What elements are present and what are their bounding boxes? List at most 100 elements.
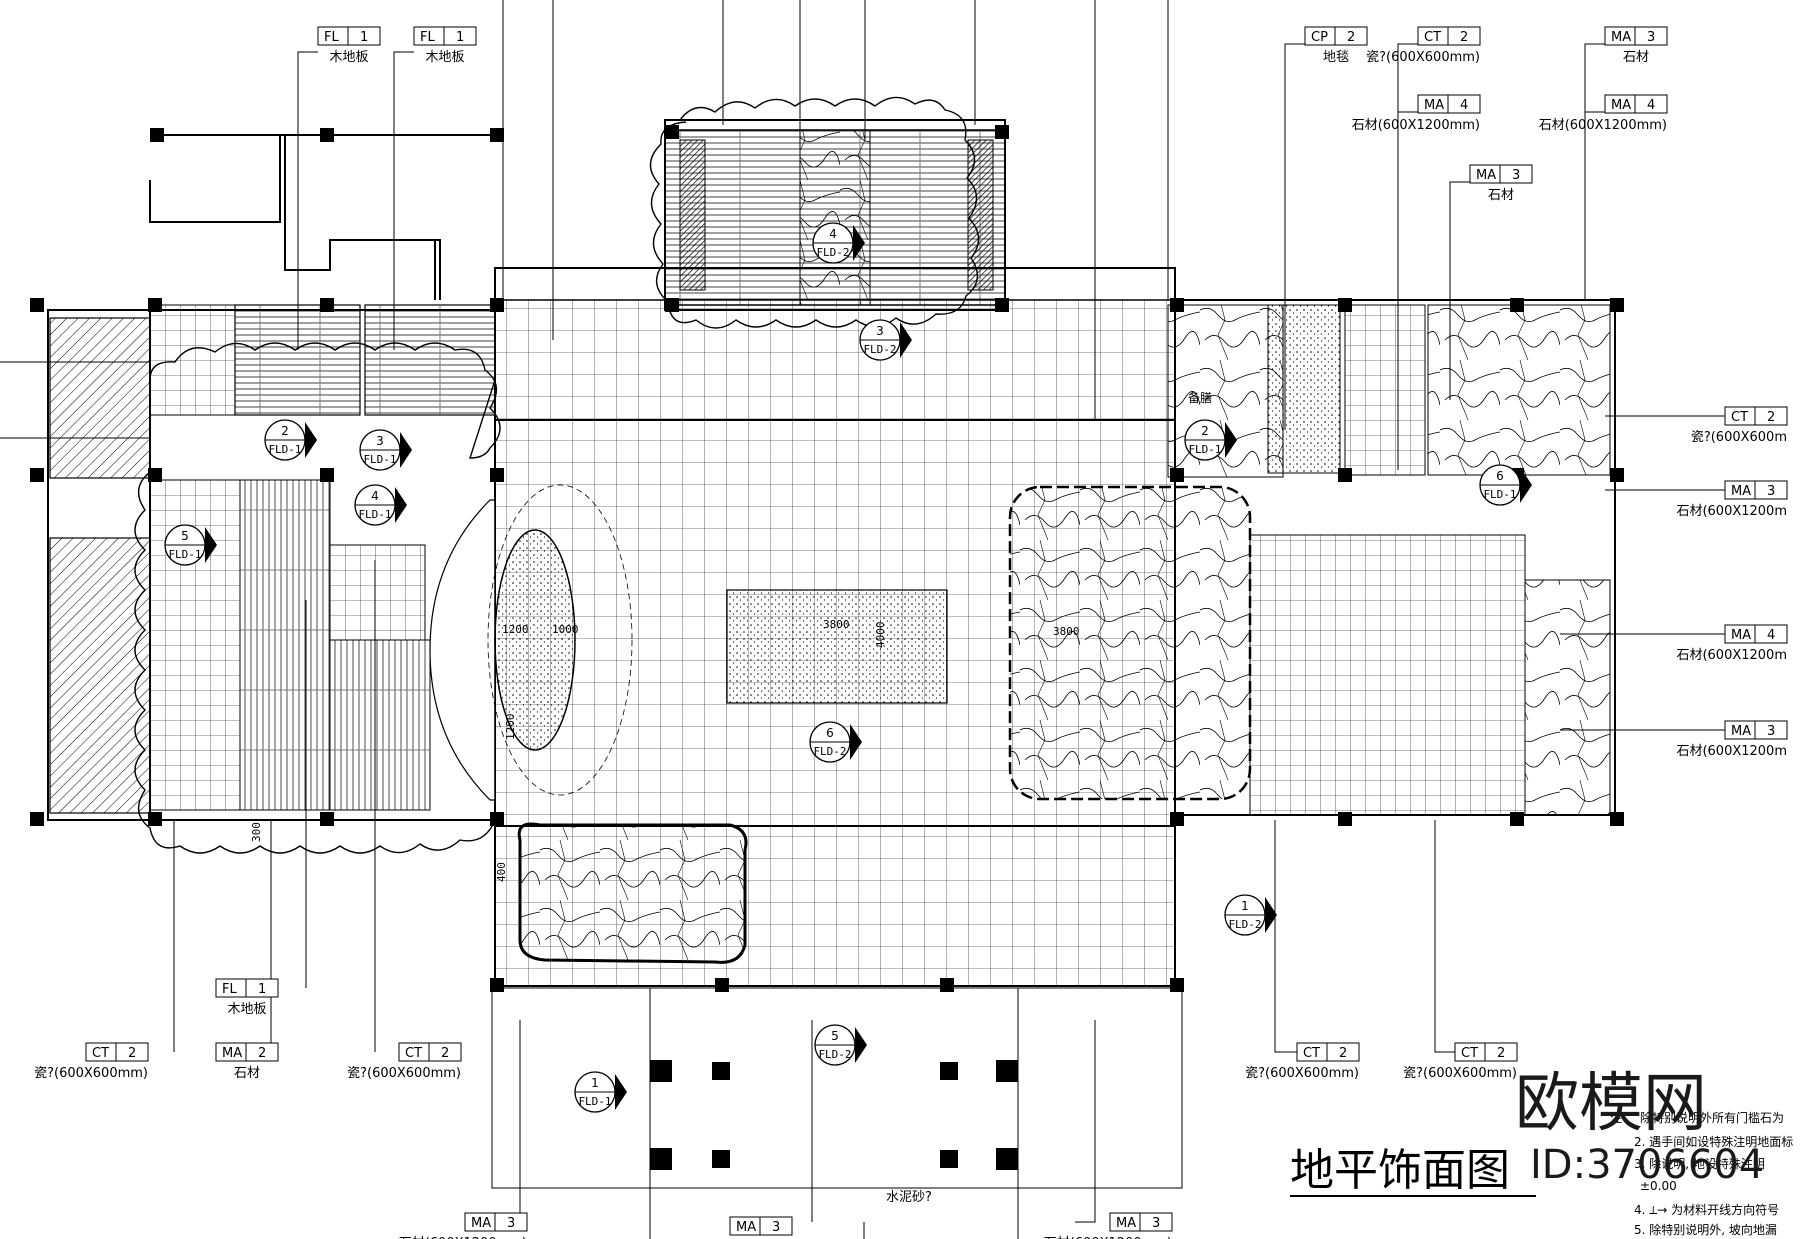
callout-sheet-ref: FLD-1 bbox=[363, 453, 396, 466]
tag-code: CT bbox=[1731, 410, 1748, 425]
dim-7: 1000 bbox=[552, 623, 579, 636]
callout-sheet-ref: FLD-1 bbox=[1483, 488, 1516, 501]
tag-code: CT bbox=[1461, 1046, 1478, 1061]
center-rug bbox=[726, 589, 948, 704]
callout-number: 5 bbox=[831, 1029, 839, 1043]
revision-cloud-top bbox=[649, 96, 980, 329]
tag-code: MA bbox=[471, 1216, 491, 1231]
left-wood-room-2 bbox=[364, 304, 496, 416]
material-tag: MA 4 石材(600X1200mm) bbox=[1352, 94, 1481, 133]
tag-description: 石材(600X1200mm) bbox=[1352, 118, 1480, 133]
tag-description: 瓷?(600X600mm) bbox=[347, 1066, 461, 1081]
tag-code: CP bbox=[1311, 30, 1328, 45]
tag-number: 3 bbox=[1647, 30, 1655, 45]
revision-cloud-left bbox=[134, 342, 501, 854]
tag-description: 地毯 bbox=[1323, 50, 1349, 65]
material-tag: MA 3 石材(600X1200m bbox=[1676, 480, 1788, 519]
tag-number: 2 bbox=[1339, 1046, 1347, 1061]
material-tag: CT 2 瓷?(600X600mm) bbox=[34, 1042, 149, 1081]
material-tag: FL 1 木地板 bbox=[215, 978, 279, 1017]
tag-code: CT bbox=[1424, 30, 1441, 45]
tag-code: FL bbox=[420, 30, 435, 45]
tag-number: 2 bbox=[1460, 30, 1468, 45]
note-1: 除特别说明外所有门槛石为 bbox=[1640, 1110, 1784, 1125]
tag-code: MA bbox=[1731, 724, 1751, 739]
left-grid-3 bbox=[329, 544, 426, 641]
tag-code: MA bbox=[1424, 98, 1444, 113]
callout-number: 1 bbox=[1241, 899, 1249, 913]
callout-sheet-ref: FLD-2 bbox=[816, 246, 849, 259]
tag-description: 木地板 bbox=[425, 50, 464, 65]
tag-number: 4 bbox=[1647, 98, 1655, 113]
callout-number: 2 bbox=[1201, 424, 1209, 438]
tag-number: 4 bbox=[1460, 98, 1468, 113]
tag-code: MA bbox=[222, 1046, 242, 1061]
tag-number: 2 bbox=[441, 1046, 449, 1061]
tag-code: MA bbox=[1611, 30, 1631, 45]
tag-code: MA bbox=[1116, 1216, 1136, 1231]
callout-sheet-ref: FLD-2 bbox=[1228, 918, 1261, 931]
dim-2: 4000 bbox=[874, 622, 887, 649]
callout-sheet-ref: FLD-1 bbox=[358, 508, 391, 521]
material-tag: MA 3 石材(600X1200mm) bbox=[1044, 1212, 1173, 1239]
callout-number: 2 bbox=[281, 424, 289, 438]
right-grid-mid bbox=[1249, 534, 1526, 816]
lower-marble-pool bbox=[517, 822, 748, 964]
tag-description: 木地板 bbox=[227, 1002, 266, 1017]
drawing-title: 地平饰面图 bbox=[1290, 1145, 1510, 1196]
room-label-cement: 水泥砂? bbox=[886, 1190, 932, 1205]
note-0: 注 bbox=[1610, 1110, 1622, 1125]
right-dots-top bbox=[1267, 304, 1341, 474]
tag-code: MA bbox=[1611, 98, 1631, 113]
callout-number: 3 bbox=[376, 434, 384, 448]
tag-description: 石材(600X1200m bbox=[1676, 504, 1787, 519]
note-4: ±0.00 bbox=[1640, 1179, 1677, 1193]
callout-sheet-ref: FLD-2 bbox=[813, 745, 846, 758]
right-marble-zone bbox=[1008, 485, 1252, 801]
callout-number: 6 bbox=[826, 726, 834, 740]
left-grid-1 bbox=[149, 304, 236, 416]
tag-description: 石材(600X1200m bbox=[1676, 744, 1787, 759]
tag-code: MA bbox=[1731, 484, 1751, 499]
tag-description: 石材(600X1200mm) bbox=[1044, 1236, 1172, 1239]
tag-number: 1 bbox=[258, 982, 266, 997]
dim-8: 1200 bbox=[504, 714, 517, 741]
tag-number: 3 bbox=[1767, 484, 1775, 499]
tag-description: 瓷?(600X600mm) bbox=[1403, 1066, 1517, 1081]
tag-number: 2 bbox=[1767, 410, 1775, 425]
callout-sheet-ref: FLD-1 bbox=[168, 548, 201, 561]
callout-sheet-ref: FLD-1 bbox=[578, 1095, 611, 1108]
tag-description: 石材 bbox=[1488, 188, 1514, 203]
tag-number: 2 bbox=[1347, 30, 1355, 45]
tag-description: 石材(600X1200mm) bbox=[399, 1236, 527, 1239]
callout-sheet-ref: FLD-1 bbox=[268, 443, 301, 456]
entry-columns bbox=[650, 1060, 1018, 1170]
note-2: 2. 遇手间如设特殊注明地面标 bbox=[1634, 1134, 1793, 1149]
leader-lines bbox=[0, 0, 1725, 1239]
tag-code: MA bbox=[1731, 628, 1751, 643]
right-marble-side bbox=[1524, 579, 1611, 816]
tag-number: 3 bbox=[1152, 1216, 1160, 1231]
tag-description: 瓷?(600X600mm) bbox=[34, 1066, 148, 1081]
callout-sheet-ref: FLD-2 bbox=[818, 1048, 851, 1061]
tag-description: 瓷?(600X600m bbox=[1691, 430, 1787, 445]
left-diag-stone-2 bbox=[49, 537, 151, 814]
tag-code: FL bbox=[222, 982, 237, 997]
tag-code: CT bbox=[92, 1046, 109, 1061]
tag-number: 3 bbox=[772, 1220, 780, 1235]
tag-number: 2 bbox=[128, 1046, 136, 1061]
